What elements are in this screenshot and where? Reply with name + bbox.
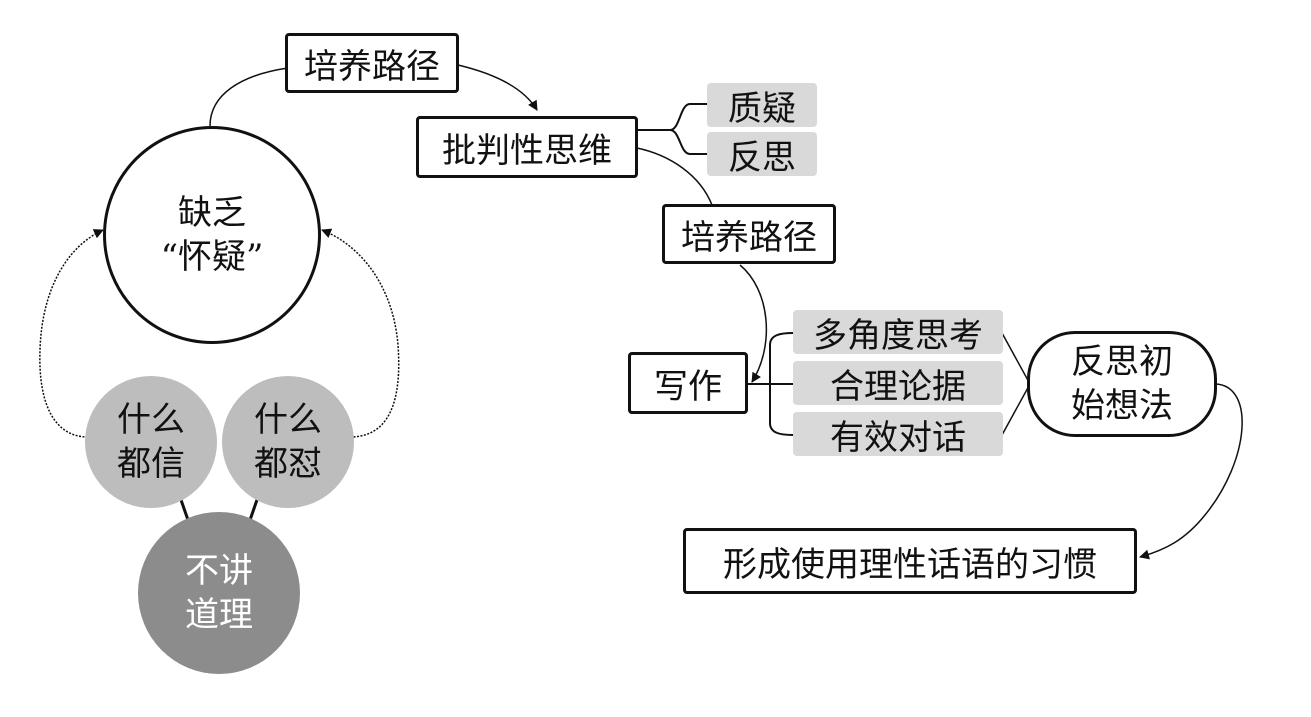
connector-circle-to-path1 — [209, 67, 289, 127]
writing-box: 写作 — [628, 352, 748, 414]
believe-everything-line1: 什么 — [117, 400, 185, 440]
lack-of-doubt-circle: 缺乏 “怀疑” — [103, 126, 321, 344]
oppose-everything-circle: 什么 都怼 — [222, 376, 354, 508]
believe-everything-circle: 什么 都信 — [85, 376, 217, 508]
unreasonable-line1: 不讲 — [185, 551, 253, 591]
connector-unreasonable-oppose — [248, 496, 260, 521]
oppose-everything-line2: 都怼 — [254, 444, 322, 484]
unreasonable-line2: 道理 — [185, 595, 253, 635]
cultivation-path-box-1: 培养路径 — [285, 33, 459, 93]
arrow-path1-to-critical — [457, 64, 538, 111]
reflect-initial-line2: 始想法 — [1071, 386, 1173, 426]
connector-items-to-reflect — [1001, 332, 1031, 436]
writing-item-effective-dialogue: 有效对话 — [793, 412, 1003, 458]
reflect-initial-idea-node: 反思初 始想法 — [1027, 331, 1217, 437]
writing-item-multi-angle: 多角度思考 — [793, 310, 1003, 356]
reflect-chip: 反思 — [707, 132, 817, 178]
question-chip: 质疑 — [707, 83, 817, 129]
critical-thinking-box: 批判性思维 — [416, 116, 638, 178]
arrow-reflect-to-habit — [1139, 383, 1243, 560]
bracket-critical — [637, 103, 707, 155]
oppose-everything-line1: 什么 — [254, 400, 322, 440]
arrow-believe-to-center — [39, 229, 104, 438]
writing-item-sound-argument: 合理论据 — [793, 361, 1003, 407]
arrow-oppose-to-center — [321, 228, 400, 438]
unreasonable-circle: 不讲 道理 — [138, 512, 300, 674]
connector-unreasonable-believe — [178, 496, 190, 521]
rational-discourse-habit-box: 形成使用理性话语的习惯 — [683, 528, 1137, 594]
lack-of-doubt-line2: “怀疑” — [160, 237, 264, 277]
arrow-path2-to-writing — [739, 264, 768, 383]
cultivation-path-box-2: 培养路径 — [662, 204, 836, 264]
connector-critical-to-path2 — [636, 147, 713, 206]
believe-everything-line2: 都信 — [117, 444, 185, 484]
bracket-writing — [748, 332, 794, 436]
lack-of-doubt-line1: 缺乏 — [178, 193, 246, 233]
reflect-initial-line1: 反思初 — [1071, 342, 1173, 382]
